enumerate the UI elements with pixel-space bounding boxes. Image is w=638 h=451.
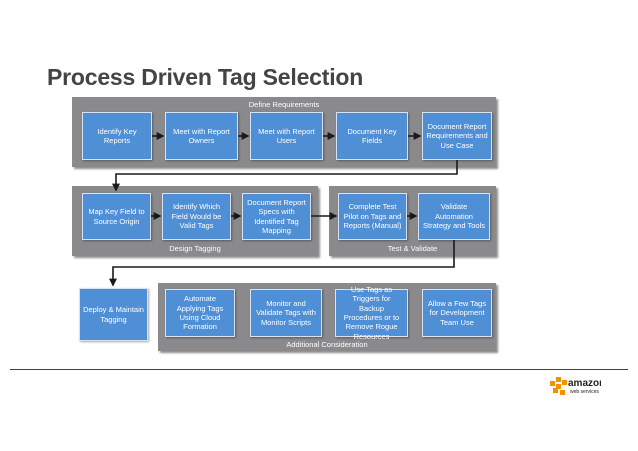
step-allow-dev-tags: Allow a Few Tags for Development Team Us…	[422, 289, 492, 337]
step-complete-test-pilot: Complete Test Pilot on Tags and Reports …	[338, 193, 407, 240]
step-document-report-requirements: Document Report Requirements and Use Cas…	[422, 112, 492, 160]
step-deploy-maintain-tagging: Deploy & Maintain Tagging	[79, 288, 148, 341]
step-identify-valid-tags: Identify Which Field Would be Valid Tags	[162, 193, 231, 240]
arrow-define-to-design	[112, 160, 458, 192]
step-document-report-specs: Document Report Specs with Identified Ta…	[242, 193, 311, 240]
group-label-test-validate: Test & Validate	[387, 244, 438, 253]
aws-logo: amazon web services	[549, 374, 605, 398]
step-meet-report-users: Meet with Report Users	[250, 112, 323, 160]
step-monitor-validate-tags: Monitor and Validate Tags with Monitor S…	[250, 289, 322, 337]
step-automate-applying-tags: Automate Applying Tags Using Cloud Forma…	[165, 289, 235, 337]
step-use-tags-triggers: Use Tags as Triggers for Backup Procedur…	[335, 285, 408, 341]
footer-divider	[10, 369, 628, 370]
logo-subtext: web services	[570, 389, 599, 395]
step-meet-report-owners: Meet with Report Owners	[165, 112, 238, 160]
aws-cubes-icon: amazon web services	[550, 377, 605, 395]
step-map-key-field: Map Key Field to Source Origin	[82, 193, 151, 240]
group-label-design-tagging: Design Tagging	[169, 244, 221, 253]
page-title: Process Driven Tag Selection	[47, 64, 364, 90]
step-document-key-fields: Document Key Fields	[336, 112, 408, 160]
step-identify-key-reports: Identify Key Reports	[82, 112, 152, 160]
group-label-define-requirements: Define Requirements	[248, 100, 320, 109]
arrow-test-to-deploy	[109, 240, 455, 287]
step-validate-automation: Validate Automation Strategy and Tools	[418, 193, 490, 240]
logo-text: amazon	[568, 378, 601, 389]
group-label-additional-consideration: Additional Consideration	[286, 340, 368, 349]
